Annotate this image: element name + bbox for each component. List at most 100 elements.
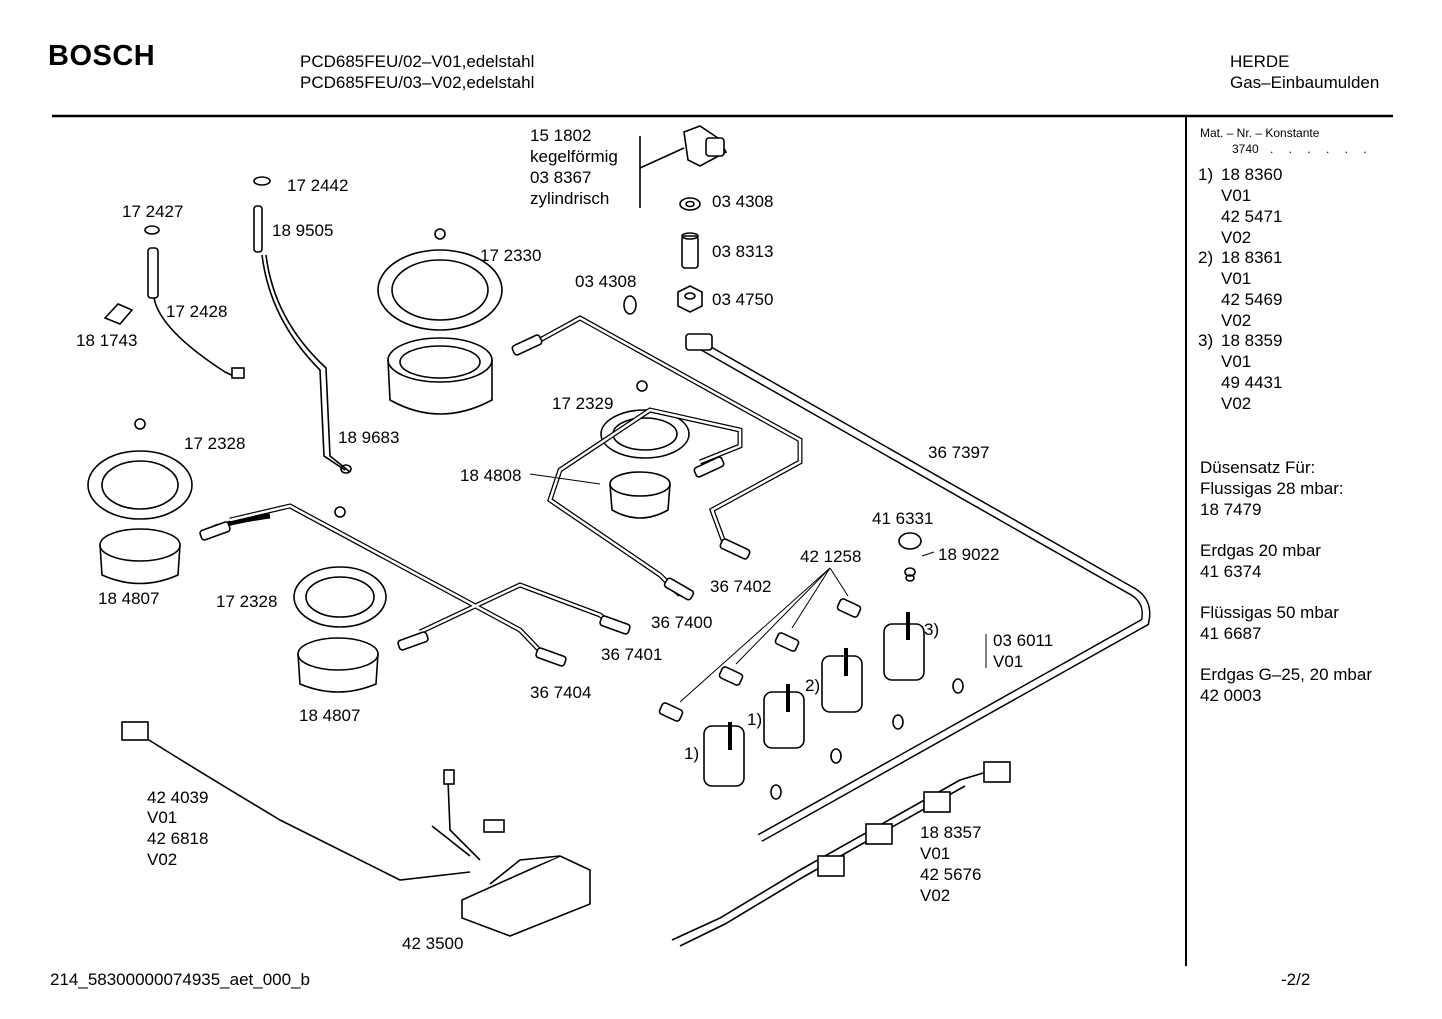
part-label: 15 1802 bbox=[530, 126, 592, 145]
variant-version: V01 bbox=[1221, 186, 1252, 205]
part-label: 03 4308 bbox=[712, 192, 774, 211]
leader-line bbox=[529, 473, 987, 703]
document-id: 214_58300000074935_aet_000_b bbox=[50, 970, 310, 989]
part-label: 03 4308 bbox=[575, 272, 637, 291]
part-label: 17 2427 bbox=[122, 202, 184, 221]
variant-part: 18 8359 bbox=[1221, 331, 1283, 350]
part-label: 17 2329 bbox=[552, 394, 614, 413]
nozzle-icon bbox=[658, 598, 862, 722]
part-label: 42 6818 bbox=[147, 829, 209, 848]
screw-icon bbox=[134, 418, 146, 430]
part-label: 03 4750 bbox=[712, 290, 774, 309]
burner-housing-icon bbox=[609, 471, 671, 519]
category-line-2: Gas–Einbaumulden bbox=[1230, 73, 1380, 92]
screw-icon bbox=[434, 228, 446, 240]
part-label: 18 9505 bbox=[272, 221, 334, 240]
mat-dots: . . . . . . bbox=[1270, 142, 1373, 156]
seal-ring-icon bbox=[623, 295, 637, 315]
gas-valve-icon bbox=[703, 612, 925, 787]
valve-marker: 1) bbox=[747, 710, 763, 729]
nozzle-title: Düsensatz Für: bbox=[1200, 458, 1316, 477]
variant-version: V02 bbox=[1221, 228, 1252, 247]
part-label: 17 2428 bbox=[166, 302, 228, 321]
variant-part: 18 8360 bbox=[1221, 165, 1283, 184]
part-label: 18 9022 bbox=[938, 545, 1000, 564]
part-label: 18 8357 bbox=[920, 823, 982, 842]
clip-icon bbox=[103, 303, 134, 325]
variant-part: 42 5469 bbox=[1221, 290, 1283, 309]
part-label: 42 4039 bbox=[147, 788, 209, 807]
variant-part: 18 8361 bbox=[1221, 248, 1283, 267]
part-label: V02 bbox=[147, 850, 178, 869]
elbow-fitting-icon bbox=[639, 125, 728, 208]
part-label: V01 bbox=[147, 808, 178, 827]
burner-housing-icon bbox=[297, 637, 379, 693]
part-label: 41 6331 bbox=[872, 509, 934, 528]
part-label: 03 8367 bbox=[530, 168, 592, 187]
part-label: V01 bbox=[920, 844, 951, 863]
variant-marker: 2) bbox=[1198, 248, 1214, 267]
knob-spring-icon bbox=[898, 532, 922, 582]
nozzle-label: Erdgas G–25, 20 mbar bbox=[1200, 665, 1372, 684]
ignition-switch-harness-icon bbox=[671, 761, 1011, 947]
part-label: 42 1258 bbox=[800, 547, 862, 566]
page-number: -2/2 bbox=[1281, 970, 1311, 989]
screw-icon bbox=[636, 380, 648, 392]
variant-version: V02 bbox=[1221, 394, 1252, 413]
variant-version: V01 bbox=[1221, 352, 1252, 371]
variant-marker: 3) bbox=[1198, 331, 1214, 350]
thermocouple-icon bbox=[253, 205, 352, 474]
seal-ring-icon bbox=[770, 678, 964, 800]
model-line-2: PCD685FEU/03–V02,edelstahl bbox=[300, 73, 535, 92]
burner-housing-icon bbox=[387, 337, 493, 415]
gas-pipe-icon bbox=[214, 315, 803, 658]
part-label: 18 4807 bbox=[299, 706, 361, 725]
nozzle-insert-icon bbox=[681, 232, 699, 269]
part-label: 36 7397 bbox=[928, 443, 990, 462]
screw-icon bbox=[334, 506, 346, 518]
nozzle-label: Flüssigas 50 mbar bbox=[1200, 603, 1339, 622]
part-label: 17 2442 bbox=[287, 176, 349, 195]
washer-icon bbox=[144, 225, 160, 235]
part-label: 03 8313 bbox=[712, 242, 774, 261]
part-label: 36 7404 bbox=[530, 683, 592, 702]
mat-header: Mat. – Nr. – Konstante bbox=[1200, 126, 1320, 140]
part-label: 36 7401 bbox=[601, 645, 663, 664]
variant-part: 42 5471 bbox=[1221, 207, 1283, 226]
part-label: V02 bbox=[920, 886, 951, 905]
part-label: 42 5676 bbox=[920, 865, 982, 884]
ignition-electrode-icon bbox=[147, 247, 245, 379]
nozzle-label: Erdgas 20 mbar bbox=[1200, 541, 1321, 560]
mat-value: 3740 bbox=[1232, 142, 1259, 156]
part-label: 18 4808 bbox=[460, 466, 522, 485]
part-label: V01 bbox=[993, 652, 1024, 671]
variant-marker: 1) bbox=[1198, 165, 1214, 184]
heat-shield-plate-icon bbox=[600, 409, 690, 459]
part-label: 03 6011 bbox=[993, 631, 1054, 650]
gas-pipe-icon bbox=[229, 316, 802, 657]
pipe-fitting-icon bbox=[199, 334, 751, 667]
nozzle-value: 41 6687 bbox=[1200, 624, 1262, 643]
model-line-1: PCD685FEU/02–V01,edelstahl bbox=[300, 52, 535, 71]
category-line-1: HERDE bbox=[1230, 52, 1290, 71]
nozzle-value: 18 7479 bbox=[1200, 500, 1262, 519]
spark-wire-icon bbox=[121, 721, 505, 881]
variant-version: V02 bbox=[1221, 311, 1252, 330]
nut-icon bbox=[677, 285, 703, 313]
washer-icon bbox=[253, 176, 271, 186]
variant-version: V01 bbox=[1221, 269, 1252, 288]
nozzle-label: Flussigas 28 mbar: bbox=[1200, 479, 1344, 498]
part-label: 17 2328 bbox=[216, 592, 278, 611]
part-label: 18 4807 bbox=[98, 589, 160, 608]
part-label: kegelförmig bbox=[530, 147, 618, 166]
seal-ring-icon bbox=[679, 197, 701, 211]
nozzle-value: 41 6374 bbox=[1200, 562, 1262, 581]
part-label: 18 9683 bbox=[338, 428, 400, 447]
part-label: 17 2330 bbox=[480, 246, 542, 265]
heat-shield-plate-icon bbox=[87, 450, 193, 520]
ignition-module-icon bbox=[461, 855, 591, 937]
heat-shield-plate-icon bbox=[293, 566, 387, 628]
part-label: 18 1743 bbox=[76, 331, 138, 350]
part-label: zylindrisch bbox=[530, 189, 610, 208]
